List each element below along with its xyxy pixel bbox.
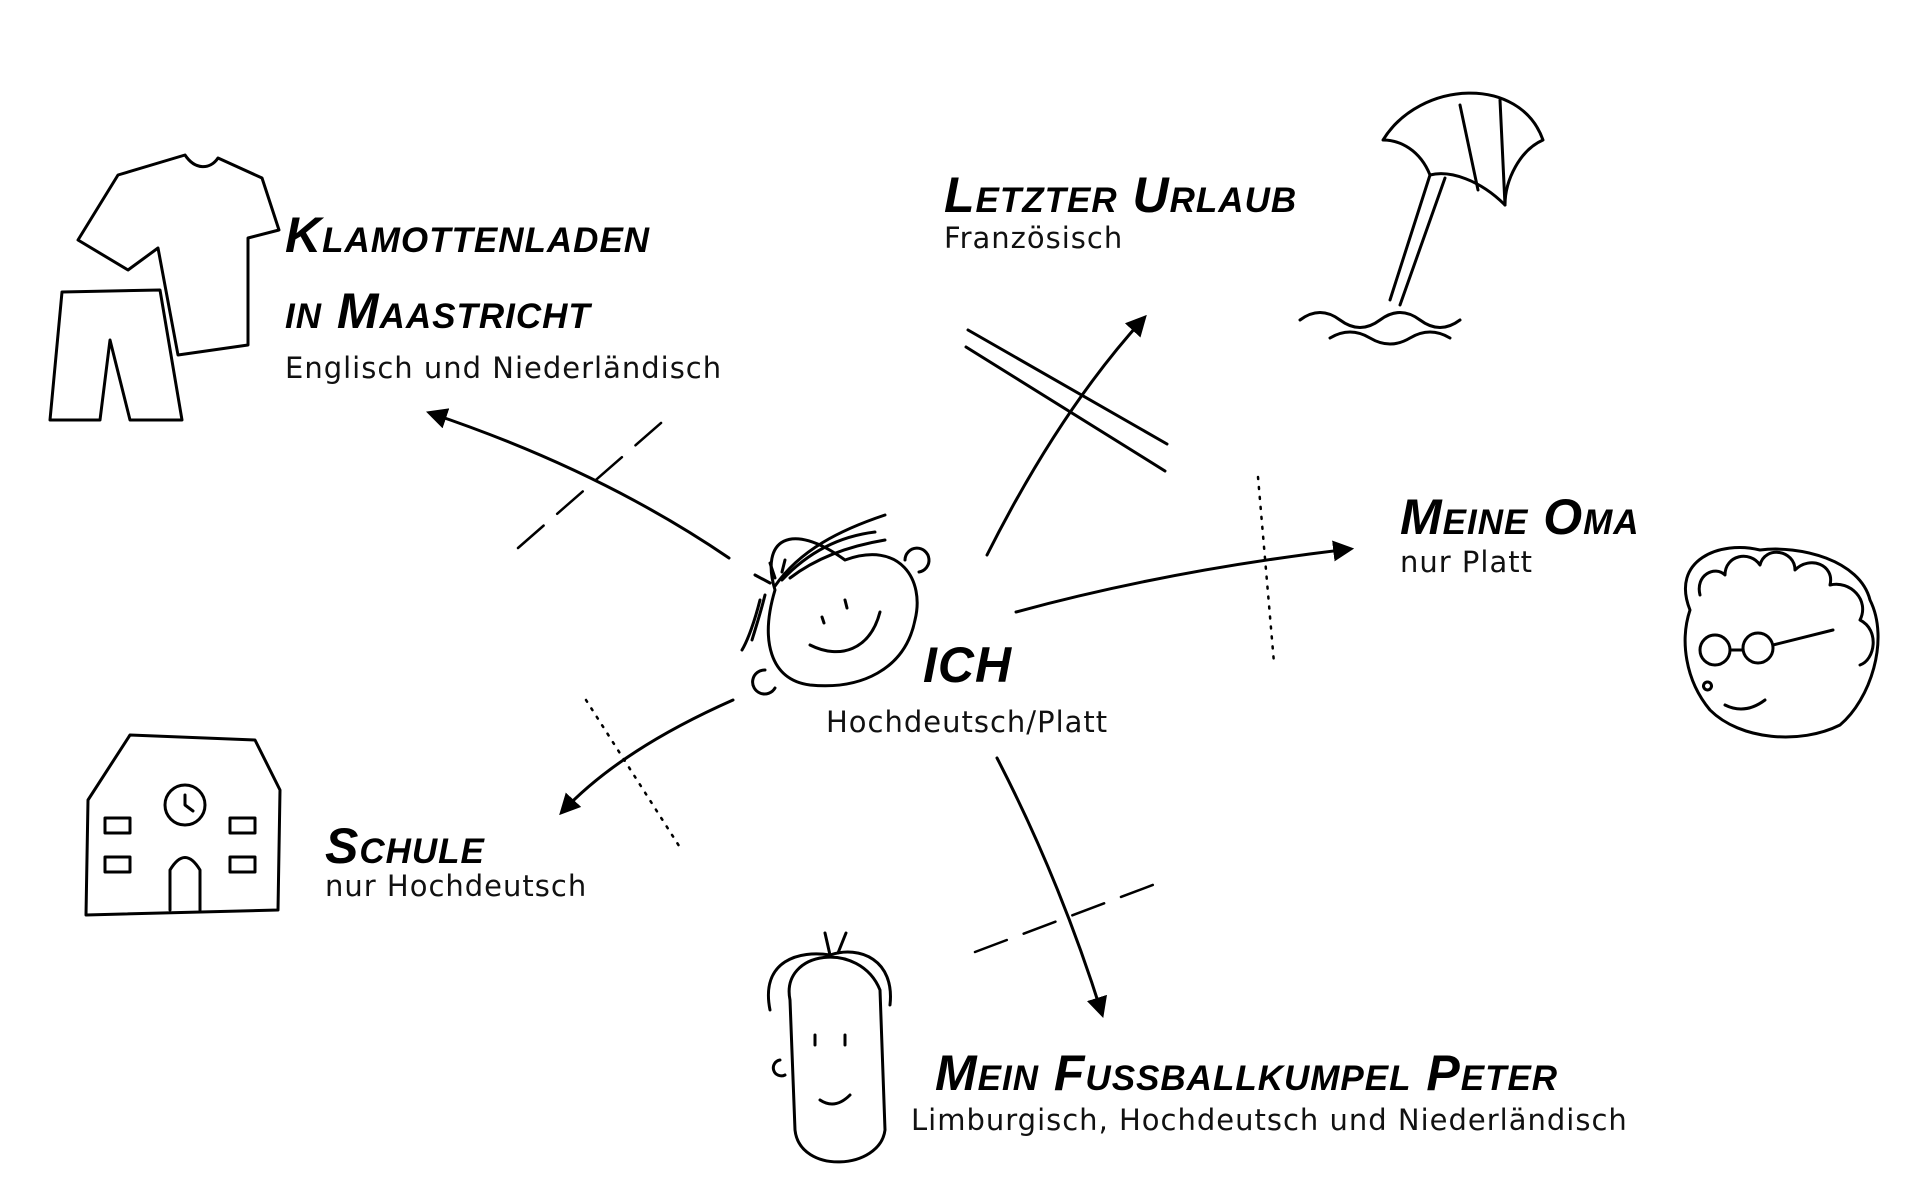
arrow-to-urlaub [985,314,1147,557]
barrier-dotted-oma [1256,475,1276,665]
beach-umbrella-icon [1298,91,1545,346]
klamottenladen-title-line1: Klamottenladen [285,207,650,263]
peter-title: Mein Fussballkumpel Peter [935,1045,1558,1101]
barrier-double-urlaub-2 [964,345,1167,473]
me-face-icon [740,513,931,696]
oma-title: Meine Oma [1400,489,1640,545]
barrier-dashed-klamottenladen [516,414,671,550]
peter-languages: Limburgisch, Hochdeutsch und Niederländi… [911,1103,1628,1137]
center-languages: Hochdeutsch/Platt [826,705,1108,739]
oma-languages: nur Platt [1400,545,1533,579]
arrow-to-oma [1014,540,1355,614]
klamottenladen-languages: Englisch und Niederländisch [285,351,722,385]
center-title: ICH [923,637,1012,693]
arrow-to-schule [559,698,735,816]
urlaub-languages: Französisch [944,221,1123,255]
schule-title: Schule [325,818,486,874]
school-building-icon [84,733,282,917]
grandma-face-icon [1683,546,1880,739]
clothes-icon [48,153,281,422]
klamottenladen-title-line2: in Maastricht [285,283,592,339]
barrier-dashed-peter [973,881,1160,954]
schule-languages: nur Hochdeutsch [325,869,587,903]
barrier-double-urlaub-1 [966,328,1169,446]
friend-face-icon [767,931,892,1164]
arrow-to-peter [995,756,1107,1019]
urlaub-title: Letzter Urlaub [944,167,1297,223]
arrow-to-klamottenladen [426,408,731,560]
barrier-dotted-schule [584,698,683,851]
